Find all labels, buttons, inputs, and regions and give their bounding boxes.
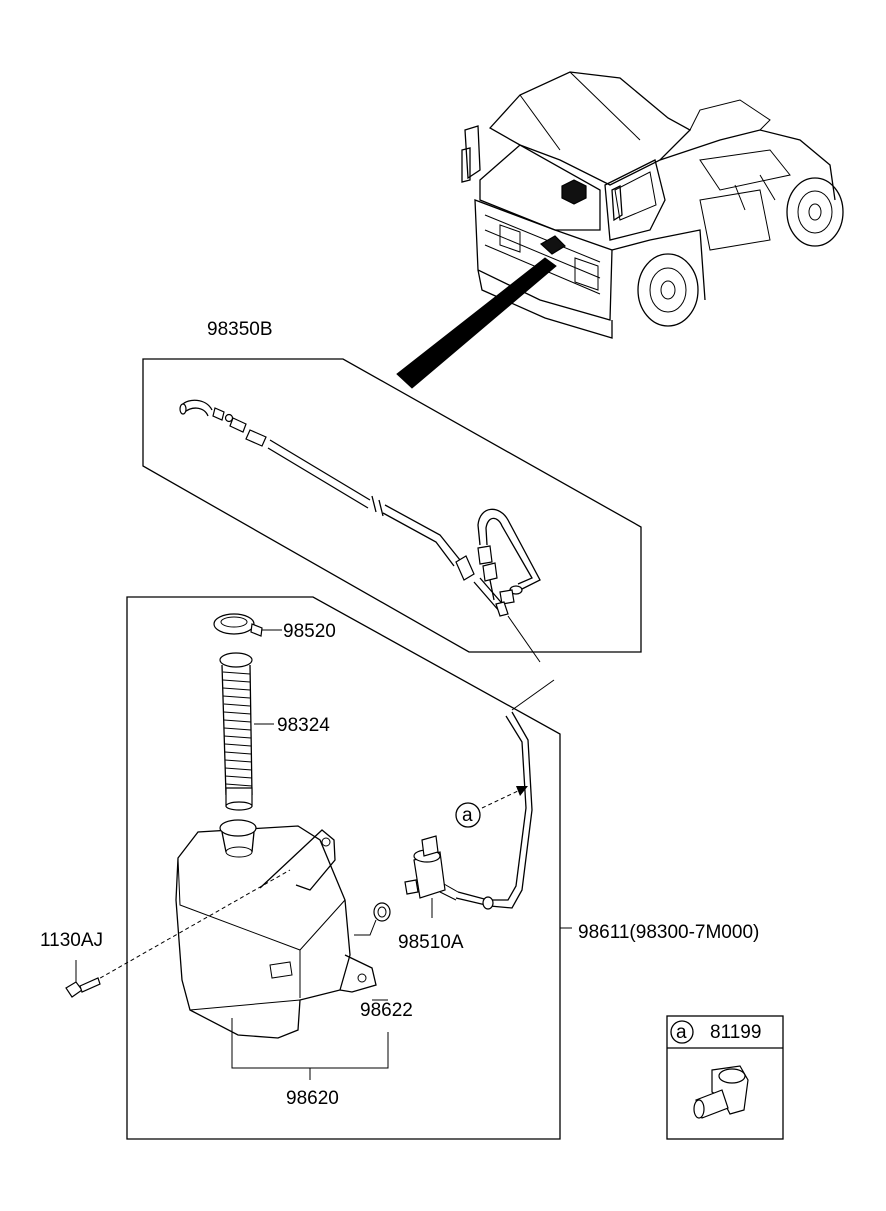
hose-assy-panel [142,358,642,663]
label-cap: 98520 [283,621,336,642]
truck-illustration [396,71,844,389]
reservoir-panel [65,596,572,1140]
label-grommet: 98622 [360,1000,413,1021]
label-clip-part: 81199 [710,1022,761,1043]
clip-letter: a [676,1022,687,1043]
callout-a-letter: a [462,805,473,826]
label-filler-neck: 98324 [277,715,330,736]
label-hose: 98611(98300-7M000) [578,922,759,943]
label-pump: 98510A [398,932,464,953]
label-bolt: 1130AJ [40,930,103,951]
clip-inset-box [666,1015,784,1140]
label-hose-assy: 98350B [207,319,273,340]
label-reservoir-assy: 98620 [286,1088,339,1109]
